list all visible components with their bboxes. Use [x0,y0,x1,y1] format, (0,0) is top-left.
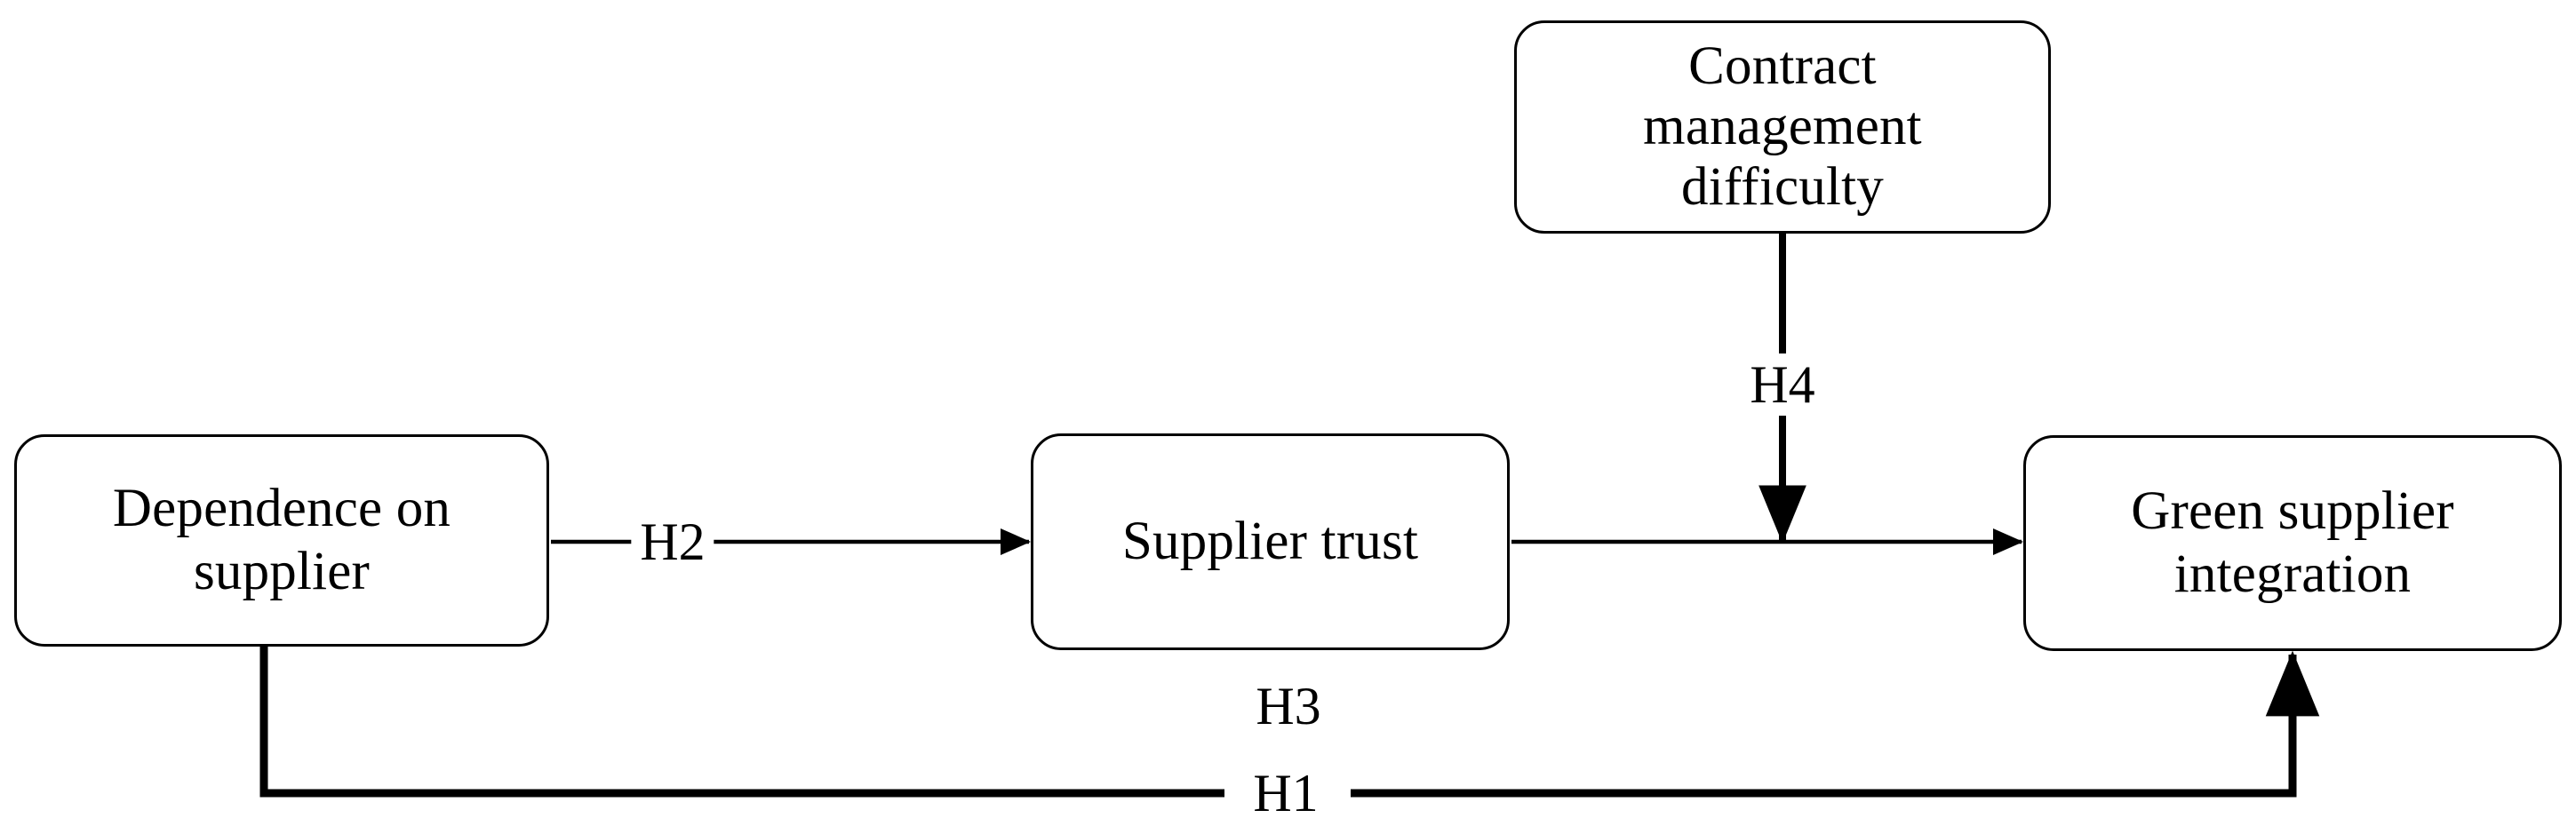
node-label-green-supplier-integration: Green supplier integration [2131,481,2454,604]
node-contract-management-difficulty[interactable]: Contract management difficulty [1514,20,2051,234]
edge-h1-path-right [1351,650,2320,798]
node-label-dependence-on-supplier: Dependence on supplier [112,478,451,601]
node-green-supplier-integration[interactable]: Green supplier integration [2023,435,2562,651]
edge-label-h4: H4 [1741,358,1824,411]
edge-label-h2: H2 [631,515,714,568]
node-label-supplier-trust: Supplier trust [1121,511,1419,571]
node-dependence-on-supplier[interactable]: Dependence on supplier [14,434,549,647]
node-supplier-trust[interactable]: Supplier trust [1031,433,1510,650]
edge-label-h3: H3 [1247,679,1330,733]
edge-h1-path-left [259,647,1224,798]
node-label-contract-management-difficulty: Contract management difficulty [1643,36,1922,218]
edge-label-h1: H1 [1244,766,1328,820]
